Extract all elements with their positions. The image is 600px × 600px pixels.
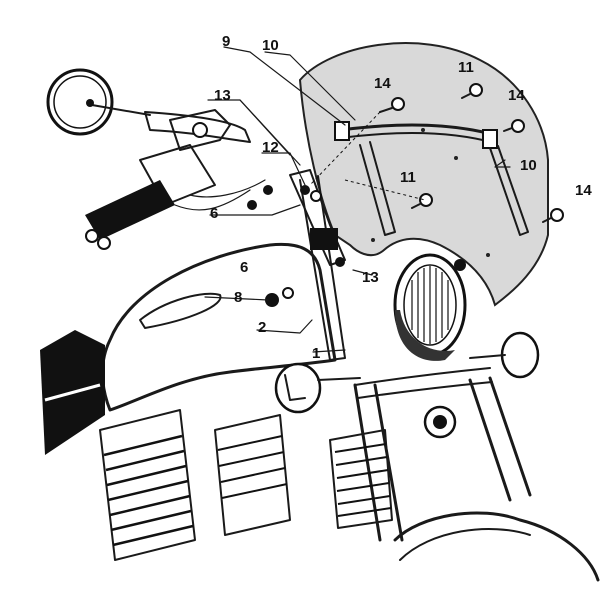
handlebar-grip	[85, 180, 175, 240]
turn-signal-left	[274, 362, 322, 414]
strap-left	[359, 141, 396, 236]
engine-cylinder	[99, 409, 196, 561]
nut-6	[282, 287, 294, 299]
callout-10-top: 10	[262, 37, 279, 54]
callout-1: 1	[312, 345, 320, 362]
windshield	[298, 42, 549, 307]
radiator	[329, 429, 393, 529]
bolt-14c	[550, 208, 564, 222]
bolt-14a	[391, 97, 405, 111]
callout-14-top: 14	[374, 75, 391, 92]
strap-right	[489, 145, 529, 236]
callout-11-mid: 11	[400, 169, 416, 186]
mounting-bar	[338, 123, 497, 137]
front-wheel	[393, 511, 600, 582]
callout-13-mid: 13	[362, 269, 379, 286]
mount-arm	[289, 169, 346, 266]
bolt-14b	[511, 119, 525, 133]
bolt-11a	[469, 83, 483, 97]
engine-cylinder-2	[214, 414, 291, 536]
tank-emblem	[139, 292, 222, 329]
callout-2: 2	[258, 319, 266, 336]
callout-8: 8	[234, 289, 242, 306]
bracket-right	[482, 129, 498, 149]
bolt-11b	[419, 193, 433, 207]
nut-8	[265, 293, 279, 307]
callout-14-right: 14	[508, 87, 525, 104]
callout-6-lower: 6	[240, 259, 248, 276]
callout-12: 12	[262, 139, 279, 156]
callout-11-top: 11	[458, 59, 474, 76]
callout-10-right: 10	[520, 157, 537, 174]
mirror	[46, 68, 114, 136]
callout-6-upper: 6	[210, 205, 218, 222]
front-fork-right	[468, 378, 512, 502]
front-fork-left	[353, 383, 382, 542]
turn-signal-right	[500, 331, 540, 379]
callout-13-top: 13	[214, 87, 231, 104]
nut-shield-right	[454, 259, 466, 271]
callout-14-edge: 14	[575, 182, 592, 199]
handlebar-clamp	[169, 109, 231, 151]
nut-13	[335, 257, 345, 267]
callout-9: 9	[222, 33, 230, 50]
bracket-left	[334, 121, 350, 141]
